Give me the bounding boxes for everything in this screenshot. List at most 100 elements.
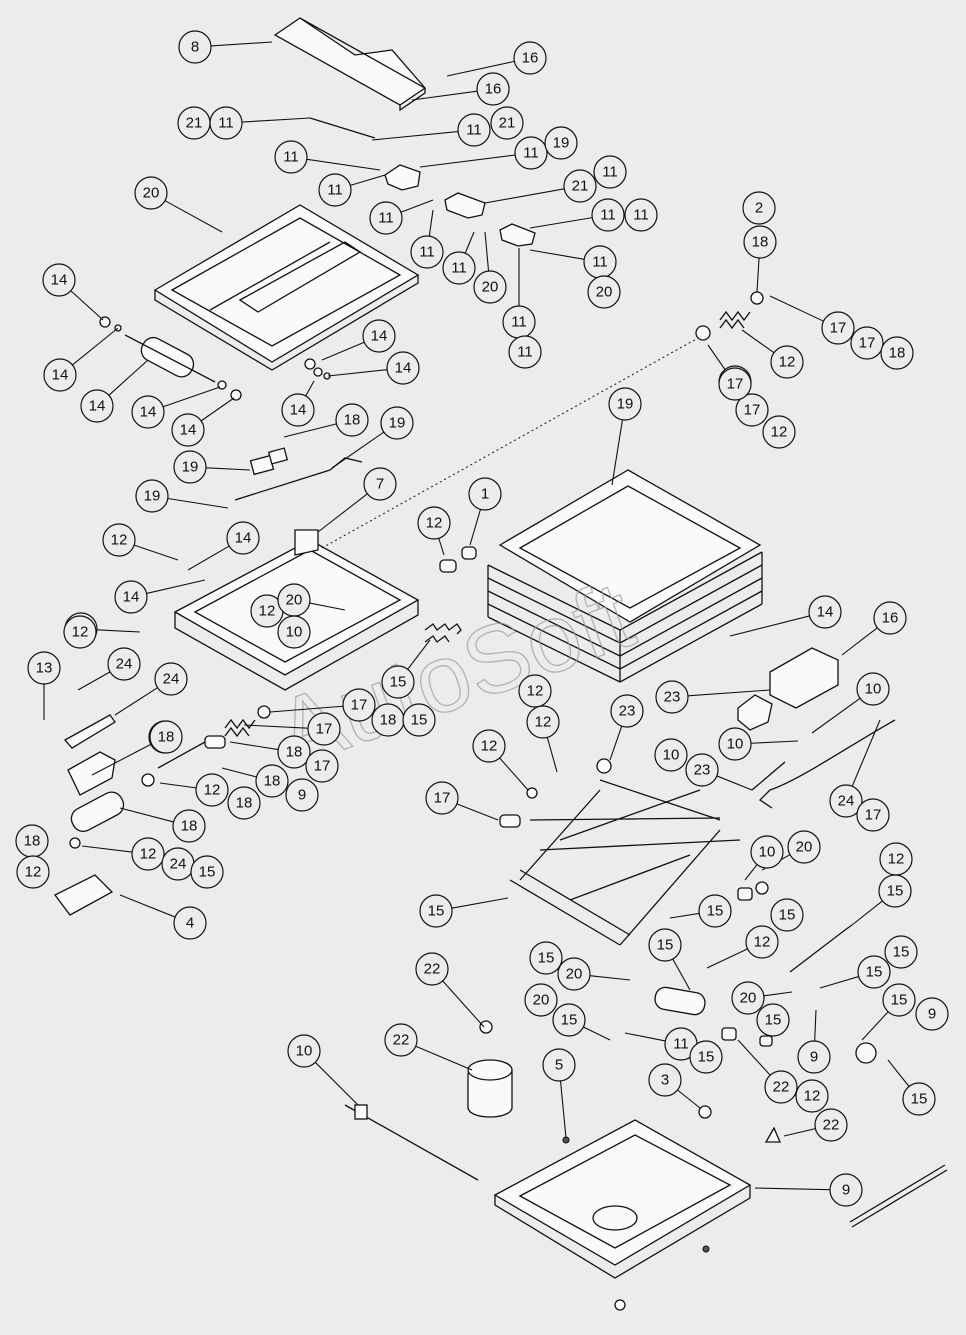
callout-circle — [873, 601, 907, 635]
part-7-bellows-top — [498, 469, 762, 623]
callout-circle — [27, 651, 61, 685]
callout-circle — [107, 647, 141, 681]
callout-number: 15 — [390, 674, 407, 691]
callout-circle — [472, 729, 506, 763]
callout-leader-20 — [763, 991, 793, 997]
part-22-bumper-d — [702, 1245, 710, 1253]
callout-number: 14 — [140, 404, 157, 421]
callout-leader-9 — [754, 1187, 831, 1191]
callout-circle — [821, 311, 855, 345]
part-18-washer-left — [141, 773, 155, 787]
callout-number: 13 — [36, 660, 53, 677]
part-12-bushing-top — [695, 325, 711, 341]
callout-circle — [742, 191, 776, 225]
callout-number: 22 — [393, 1032, 410, 1049]
callout-12: 12 — [195, 773, 229, 807]
callout-circle — [335, 403, 369, 437]
leader-lines — [43, 41, 910, 1191]
part-2-upper-frame-side — [154, 275, 419, 371]
callout-4: 4 — [173, 906, 207, 940]
callout-circle — [410, 235, 444, 269]
callout-circle — [362, 319, 396, 353]
callout-circle — [468, 477, 502, 511]
callout-number: 10 — [727, 736, 744, 753]
callout-number: 20 — [482, 279, 499, 296]
callout-number: 9 — [842, 1182, 850, 1199]
callout-circle — [856, 798, 890, 832]
callout-number: 17 — [865, 807, 882, 824]
callout-9: 9 — [915, 997, 949, 1031]
callout-circle — [587, 275, 621, 309]
callout-number: 11 — [523, 145, 539, 162]
callout-leader-14 — [108, 359, 149, 396]
callout-circle — [718, 727, 752, 761]
callout-number: 10 — [286, 624, 303, 641]
callout-number: 14 — [290, 402, 307, 419]
callout-circle — [513, 41, 547, 75]
callout-circle — [415, 952, 449, 986]
callout-20: 20 — [557, 957, 591, 991]
callout-leader-18 — [756, 257, 760, 293]
callout-circle — [281, 393, 315, 427]
callout-circle — [542, 1048, 576, 1082]
callout-10: 10 — [277, 615, 311, 649]
callout-number: 17 — [314, 758, 331, 775]
callout-number: 23 — [619, 703, 636, 720]
callout-number: 14 — [52, 367, 69, 384]
part-22-bumper-b — [764, 1126, 781, 1143]
callout-leader-15 — [887, 1059, 910, 1087]
callout-number: 12 — [804, 1088, 821, 1105]
callout-circle — [226, 521, 260, 555]
part-24-cover — [54, 874, 114, 916]
callout-16: 16 — [476, 72, 510, 106]
callout-number: 15 — [538, 950, 555, 967]
part-3-base-side — [494, 1185, 751, 1279]
callout-number: 14 — [817, 604, 834, 621]
callout-leader-11 — [464, 231, 475, 254]
callout-circle — [518, 674, 552, 708]
callout-leader-18 — [221, 767, 257, 778]
callout-leader-17 — [269, 705, 344, 713]
callout-leader-12 — [546, 737, 558, 773]
callout-24: 24 — [107, 647, 141, 681]
part-23-rod — [751, 761, 786, 791]
callout-17: 17 — [850, 326, 884, 360]
callout-circle — [557, 957, 591, 991]
callout-15: 15 — [381, 665, 415, 699]
callout-11: 11 — [369, 201, 403, 235]
callout-12: 12 — [417, 506, 451, 540]
part-12-bushing-b — [461, 546, 477, 560]
callout-11: 11 — [442, 251, 476, 285]
callout-number: 15 — [428, 903, 445, 920]
callout-14: 14 — [42, 263, 76, 297]
callout-17: 17 — [735, 393, 769, 427]
callout-circle — [915, 997, 949, 1031]
callout-circle — [287, 1034, 321, 1068]
callout-circle — [131, 837, 165, 871]
callout-9: 9 — [285, 778, 319, 812]
callout-18: 18 — [172, 809, 206, 843]
callout-number: 16 — [882, 610, 899, 627]
part-17-washer-top — [750, 291, 764, 305]
callout-leader-3 — [677, 1089, 701, 1109]
callout-circle — [610, 694, 644, 728]
callout-circle — [756, 1003, 790, 1037]
callout-14: 14 — [386, 351, 420, 385]
callout-circle — [457, 113, 491, 147]
callout-leader-18 — [283, 423, 337, 438]
callout-leader-14 — [729, 615, 810, 637]
part-9-shock-top — [467, 1059, 513, 1081]
callout-number: 18 — [181, 818, 198, 835]
callout-number: 16 — [522, 50, 539, 67]
part-18-roller-left — [70, 791, 125, 833]
part-15-bushing-a — [721, 1027, 737, 1041]
callout-15: 15 — [190, 855, 224, 889]
callout-circle — [384, 1023, 418, 1057]
callout-circle — [473, 270, 507, 304]
callout-leader-19 — [205, 467, 251, 471]
callout-number: 14 — [180, 422, 197, 439]
callout-leader-19 — [167, 497, 229, 509]
part-12-ring — [755, 881, 769, 895]
part-2-upper-frame-inner — [170, 217, 402, 347]
callout-leader-10 — [744, 864, 758, 881]
